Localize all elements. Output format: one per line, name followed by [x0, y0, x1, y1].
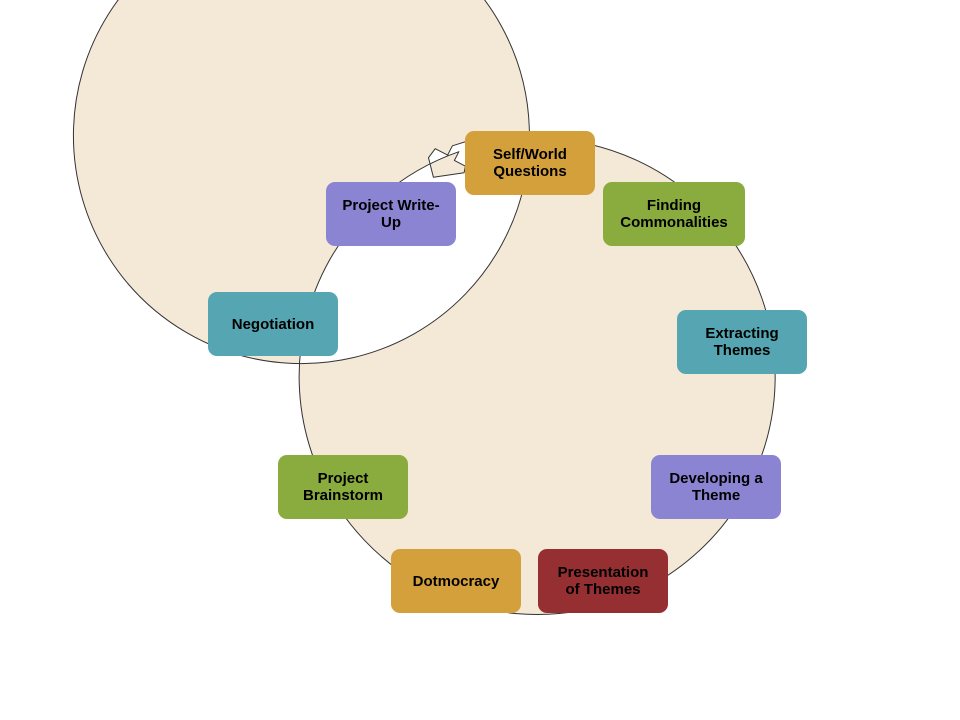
cycle-ring-path: [72, 0, 776, 615]
node-label: Negotiation: [231, 315, 315, 333]
node-project-write-up: Project Write- Up: [326, 182, 456, 246]
node-label: Dotmocracy: [412, 572, 500, 590]
node-label: Project Write- Up: [342, 197, 440, 231]
node-label: Finding Commonalities: [620, 197, 728, 231]
node-finding-commonalities: Finding Commonalities: [603, 182, 745, 246]
node-self-world-questions: Self/World Questions: [465, 131, 595, 195]
node-label: Self/World Questions: [493, 146, 567, 180]
node-label: Extracting Themes: [705, 325, 779, 359]
node-dotmocracy: Dotmocracy: [391, 549, 521, 613]
node-extracting-themes: Extracting Themes: [677, 310, 807, 374]
node-project-brainstorm: Project Brainstorm: [278, 455, 408, 519]
node-label: Developing a Theme: [669, 470, 763, 504]
node-presentation-of-themes: Presentation of Themes: [538, 549, 668, 613]
node-label: Presentation of Themes: [557, 564, 649, 598]
node-label: Project Brainstorm: [302, 470, 384, 504]
node-developing-a-theme: Developing a Theme: [651, 455, 781, 519]
node-negotiation: Negotiation: [208, 292, 338, 356]
